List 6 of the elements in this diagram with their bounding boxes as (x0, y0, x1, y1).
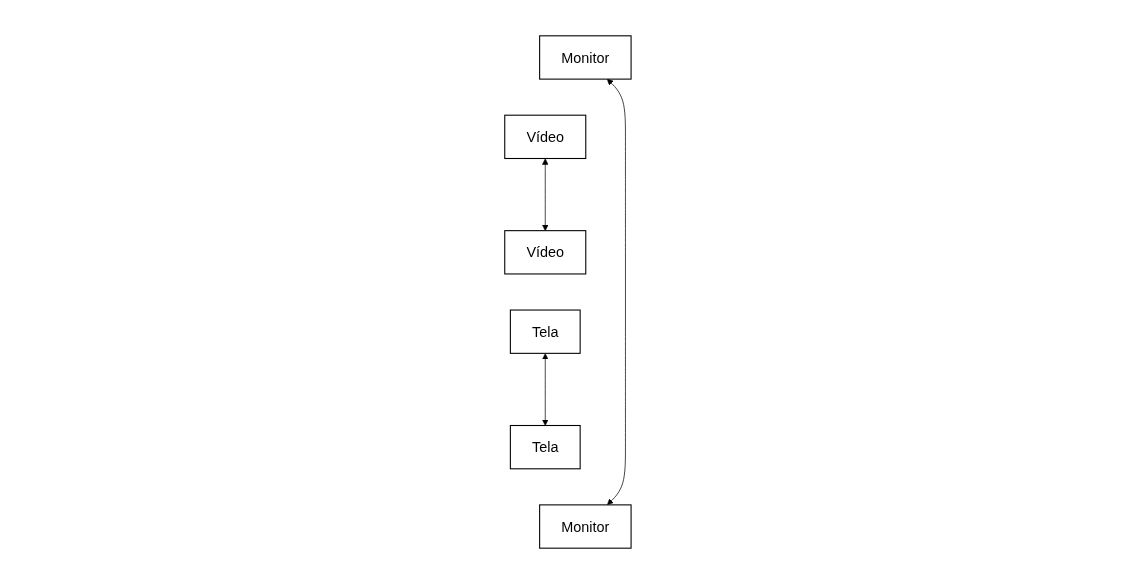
node-box: Monitor (539, 504, 633, 549)
node-box: Vídeo (504, 230, 587, 275)
node-box: Tela (510, 309, 582, 354)
node-box: Tela (510, 424, 582, 470)
node-box: Monitor (539, 35, 633, 80)
node-box: Vídeo (504, 114, 587, 160)
